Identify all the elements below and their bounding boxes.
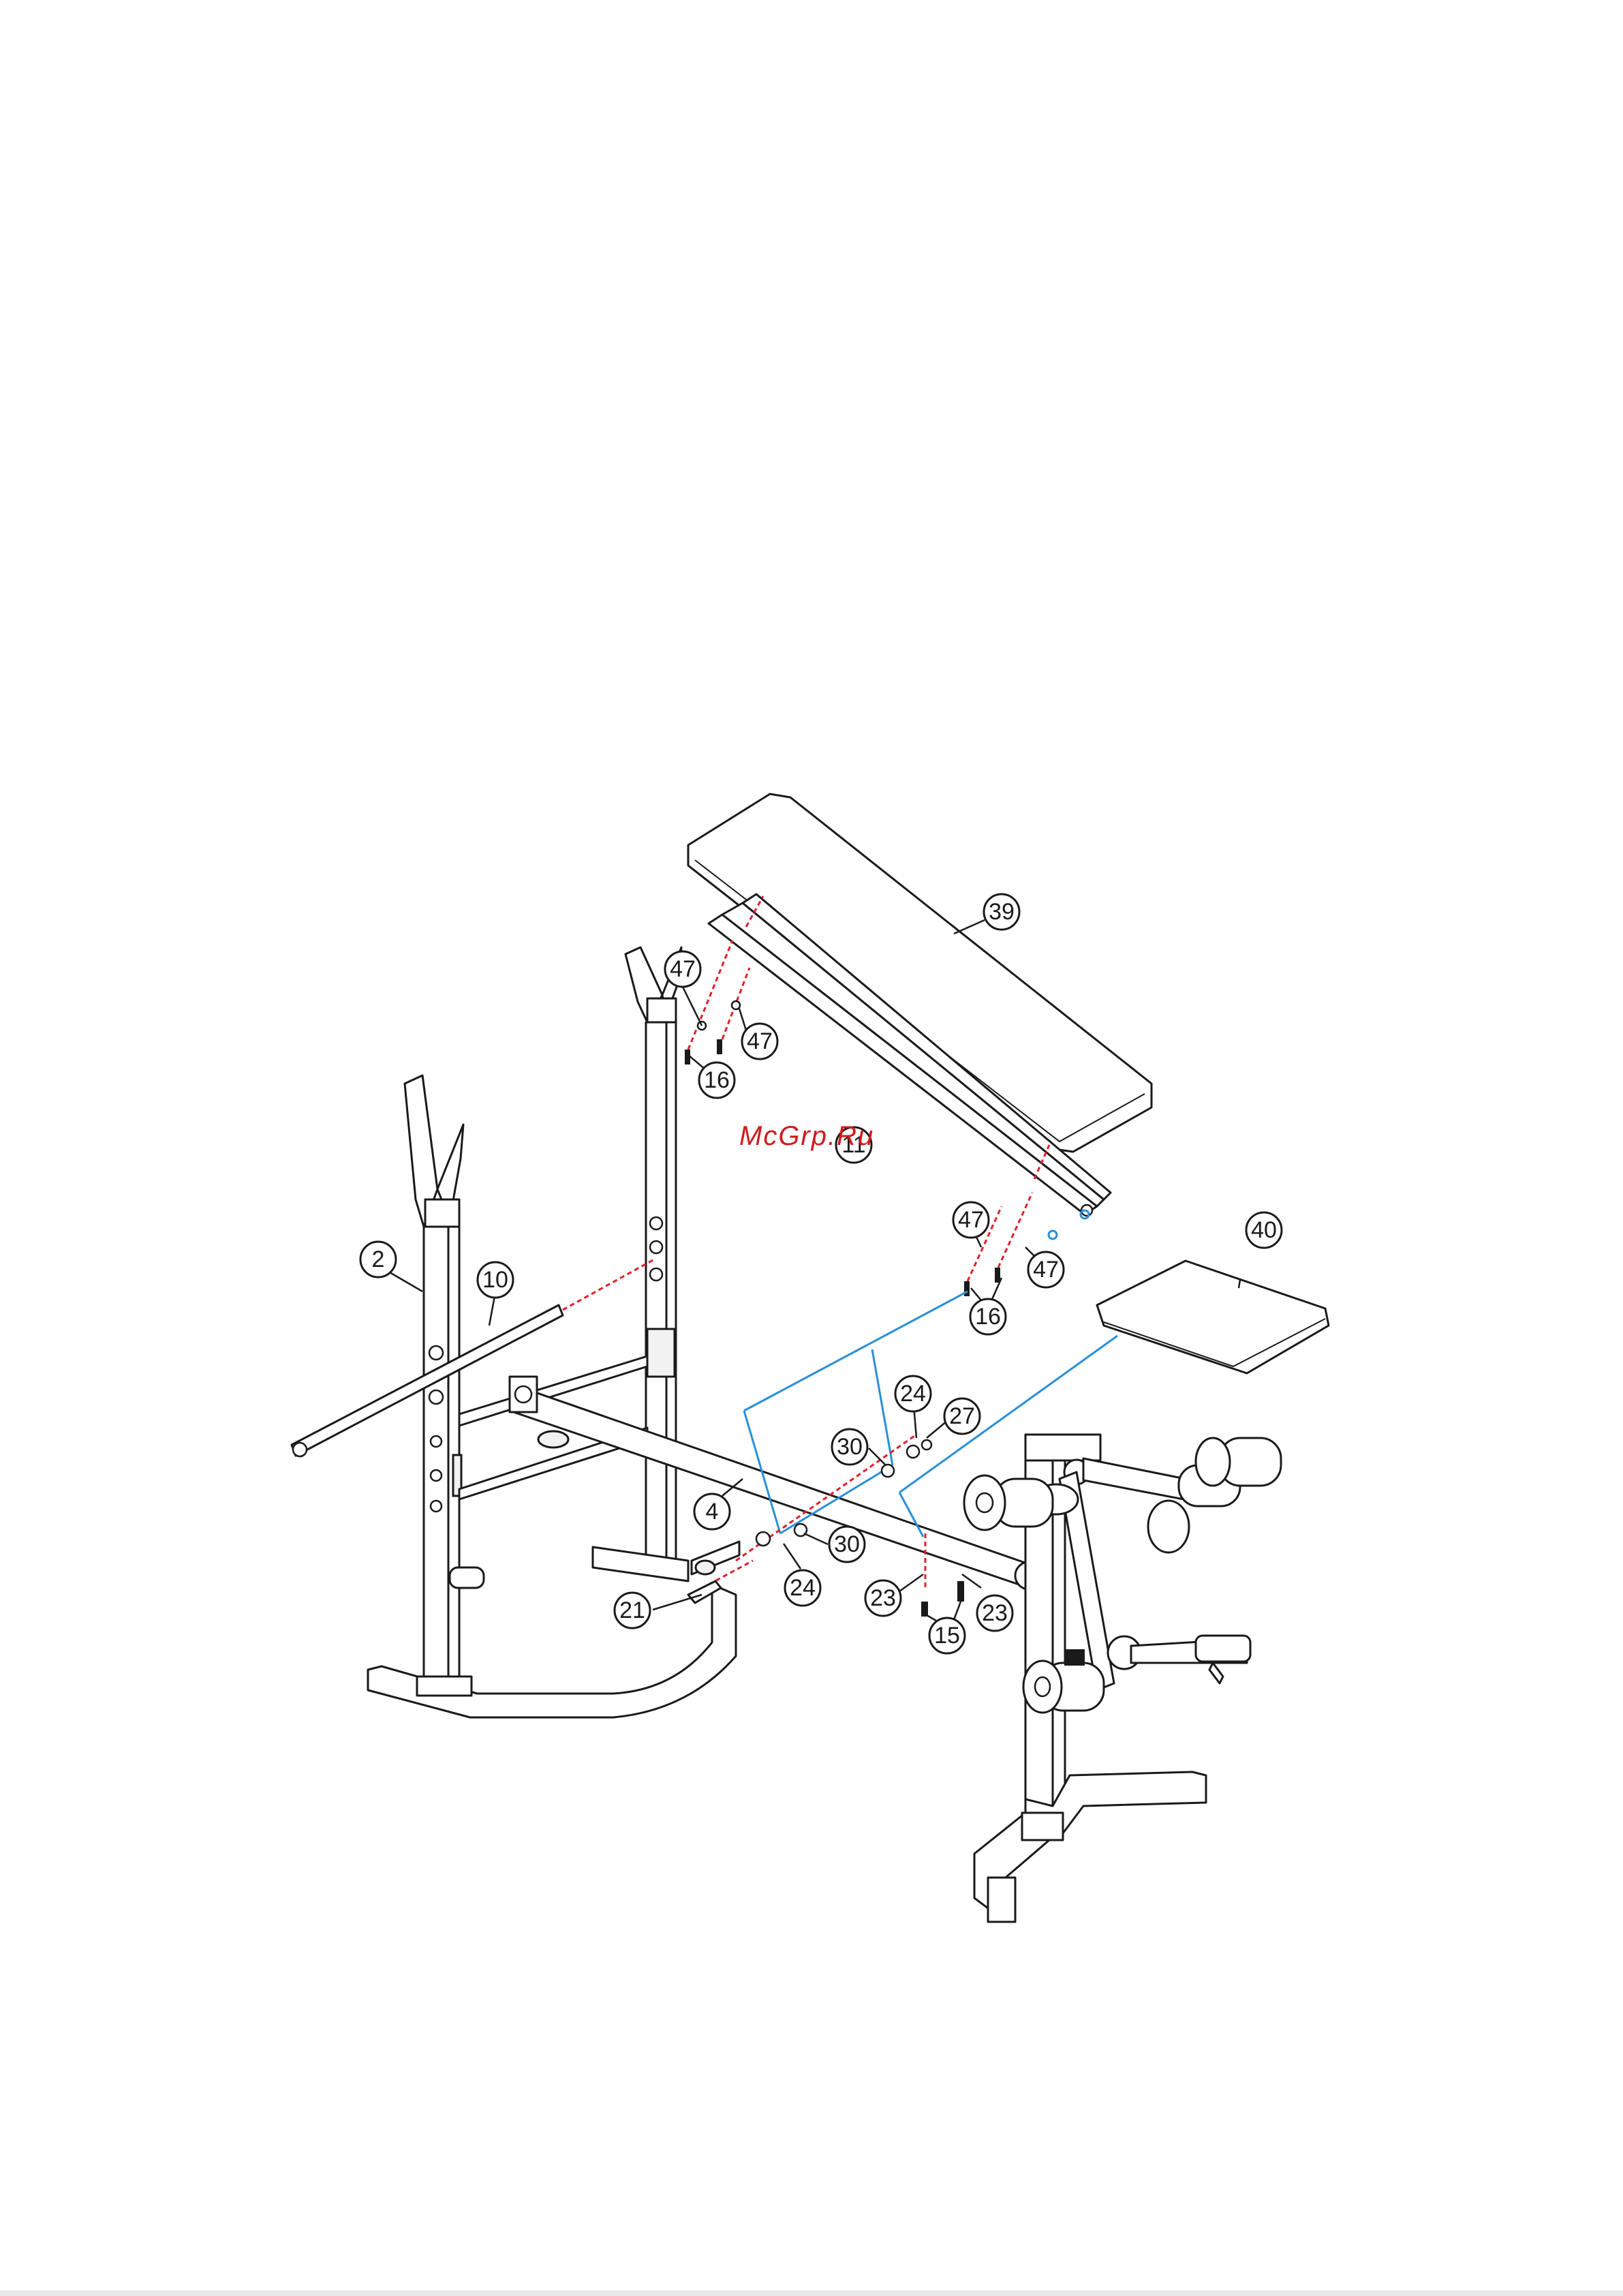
svg-text:21: 21 [619, 1597, 645, 1623]
callout-47-upper-right: 47 [742, 1024, 777, 1059]
callout-30-upper: 30 [832, 1429, 867, 1465]
right-base [974, 1772, 1206, 1922]
svg-text:2: 2 [372, 1246, 385, 1272]
callout-27: 27 [944, 1398, 980, 1434]
callout-4: 4 [694, 1494, 730, 1529]
callout-2: 2 [360, 1242, 396, 1277]
svg-text:10: 10 [482, 1267, 508, 1293]
page-bottom-edge [0, 2291, 1623, 2296]
callout-24-lower: 24 [785, 1570, 820, 1606]
svg-text:40: 40 [1251, 1217, 1277, 1243]
svg-text:15: 15 [934, 1623, 960, 1649]
svg-text:4: 4 [706, 1499, 719, 1525]
callout-10: 10 [478, 1262, 513, 1298]
right-upright [625, 947, 681, 1567]
svg-text:16: 16 [975, 1304, 1001, 1330]
svg-text:24: 24 [900, 1381, 926, 1407]
callout-23-right: 23 [977, 1595, 1013, 1631]
svg-text:39: 39 [989, 899, 1015, 925]
callout-47-lower-left: 47 [953, 1202, 989, 1238]
seat-pad-39 [688, 794, 1151, 1216]
svg-text:30: 30 [837, 1434, 863, 1460]
svg-text:47: 47 [747, 1028, 773, 1054]
watermark-text: McGrp.Ru [739, 1121, 874, 1151]
callout-24-upper: 24 [895, 1376, 931, 1411]
callout-39: 39 [984, 894, 1019, 930]
svg-text:47: 47 [958, 1207, 984, 1233]
callout-15: 15 [929, 1618, 965, 1653]
callout-40: 40 [1246, 1212, 1282, 1248]
callout-23-left: 23 [865, 1580, 901, 1616]
svg-text:23: 23 [870, 1585, 896, 1611]
svg-text:24: 24 [790, 1575, 816, 1601]
svg-text:47: 47 [1033, 1257, 1059, 1283]
callout-30-lower: 30 [829, 1527, 865, 1562]
svg-text:23: 23 [982, 1600, 1008, 1626]
callout-21: 21 [615, 1593, 650, 1628]
svg-text:47: 47 [670, 956, 696, 982]
leg-developer [964, 1435, 1281, 1830]
callout-16-upper: 16 [699, 1062, 735, 1098]
callout-16-lower: 16 [970, 1299, 1006, 1334]
callout-47-lower-right: 47 [1028, 1252, 1064, 1287]
svg-text:16: 16 [704, 1067, 730, 1093]
svg-text:30: 30 [834, 1531, 860, 1557]
callout-47-upper-left: 47 [665, 951, 700, 987]
svg-text:27: 27 [949, 1403, 975, 1429]
pad-40 [1097, 1261, 1329, 1373]
